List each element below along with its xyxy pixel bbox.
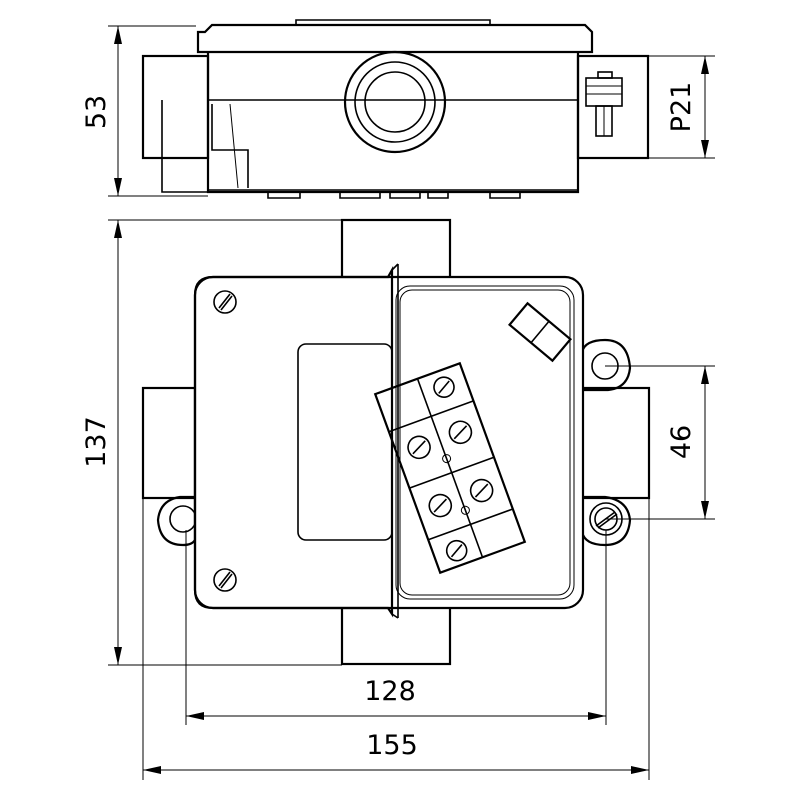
side-gland-left bbox=[141, 54, 210, 160]
dim-mount-width bbox=[185, 530, 607, 725]
dim-overall-width bbox=[142, 498, 650, 780]
label-top-height: 137 bbox=[81, 416, 112, 468]
lid-screw-top-icon bbox=[213, 290, 237, 314]
label-mount-width: 128 bbox=[364, 676, 416, 707]
gland-bottom bbox=[340, 605, 452, 666]
side-body bbox=[206, 52, 580, 194]
label-side-height: 53 bbox=[81, 95, 112, 129]
dim-side-height bbox=[108, 25, 208, 197]
label-thread: P21 bbox=[666, 82, 697, 133]
top-view: 137 46 128 155 bbox=[81, 218, 715, 780]
side-lid bbox=[196, 23, 594, 54]
dim-mount-spacing bbox=[605, 365, 715, 520]
side-feet bbox=[267, 192, 521, 199]
side-gland-right bbox=[576, 54, 650, 160]
gland-top bbox=[340, 218, 452, 280]
dim-top-height bbox=[108, 219, 342, 666]
mount-hole-left bbox=[169, 505, 197, 533]
ear-bottom-right bbox=[580, 495, 632, 547]
label-mount-spacing: 46 bbox=[666, 425, 697, 459]
terminal-block bbox=[373, 361, 527, 575]
label-overall-width: 155 bbox=[366, 730, 418, 761]
ear-top-right bbox=[580, 338, 632, 392]
side-screw-icon bbox=[585, 77, 623, 107]
gland-right bbox=[580, 386, 651, 500]
side-view: 53 P21 bbox=[81, 19, 715, 199]
box-body bbox=[193, 275, 585, 610]
lid-screw-bottom-icon bbox=[213, 568, 237, 592]
side-center-gland bbox=[343, 50, 447, 154]
gland-left bbox=[141, 386, 197, 500]
corner-fitting bbox=[508, 301, 572, 363]
dim-thread bbox=[648, 55, 715, 159]
ear-left bbox=[156, 495, 197, 547]
